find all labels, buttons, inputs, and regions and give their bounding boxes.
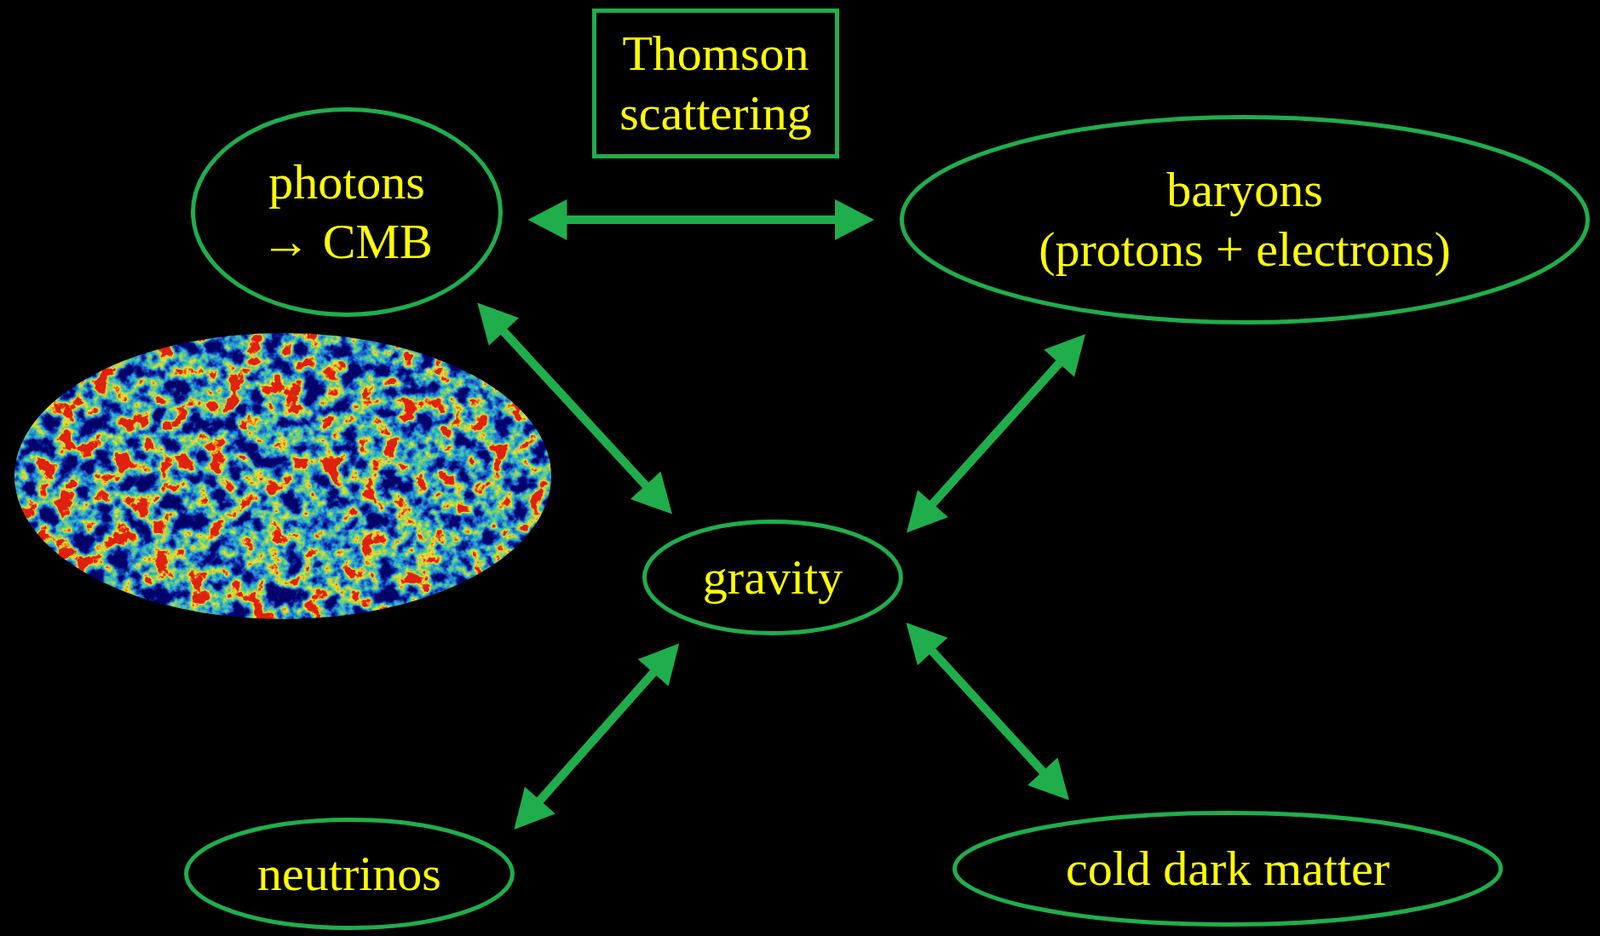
node-text: (protons + electrons): [1038, 219, 1451, 280]
connector-line: [500, 328, 649, 490]
ellipse-border: [186, 820, 513, 929]
node-text: photons → CMB: [247, 152, 446, 271]
node-text: baryons: [1038, 160, 1451, 220]
connector-arrow: [528, 199, 875, 241]
arrowhead: [638, 643, 680, 686]
arrowhead: [1027, 757, 1070, 800]
node-label: photons → CMB: [247, 152, 446, 271]
connector-arrow: [906, 622, 1070, 801]
connector-line: [562, 215, 841, 225]
node-text: gravity: [702, 547, 843, 608]
arrowhead: [528, 199, 568, 241]
node-text: Thomson scattering: [609, 23, 822, 143]
component-ellipse: neutrinos: [184, 817, 515, 931]
arrowhead: [630, 471, 673, 515]
component-ellipse: baryons(protons + electrons): [899, 115, 1590, 325]
node-label: baryons(protons + electrons): [1038, 160, 1451, 279]
node-text: cold dark matter: [1065, 839, 1390, 899]
arrowhead: [513, 787, 555, 830]
node-label: neutrinos: [257, 844, 442, 904]
ellipse-border: [902, 117, 1589, 323]
ellipse-outline: [899, 115, 1590, 325]
ellipse-border: [644, 522, 902, 634]
cmb-texture: [14, 333, 552, 620]
connector-arrow: [477, 303, 673, 515]
connector-arrow: [906, 333, 1086, 533]
connector-arrow: [513, 643, 680, 830]
connector-line: [929, 648, 1047, 777]
process-box: Thomson scattering: [592, 8, 839, 159]
arrowhead: [1043, 333, 1086, 377]
cmb-sky-map: [14, 333, 552, 620]
connector-line: [536, 668, 657, 805]
node-label: cold dark matter: [1065, 839, 1390, 899]
arrowhead: [834, 199, 875, 241]
arrowhead: [477, 303, 519, 346]
node-label: Thomson scattering: [609, 23, 822, 143]
arrowhead: [906, 489, 949, 533]
arrowhead: [906, 622, 949, 666]
ellipse-outline: [190, 107, 503, 317]
component-ellipse: gravity: [642, 519, 904, 636]
node-label: gravity: [702, 547, 843, 608]
component-ellipse: cold dark matter: [952, 811, 1503, 927]
ellipse-border: [955, 813, 1502, 926]
node-text: neutrinos: [257, 844, 442, 904]
connector-line: [929, 359, 1063, 508]
ellipse-border: [193, 109, 501, 316]
component-ellipse: photons → CMB: [190, 107, 503, 317]
